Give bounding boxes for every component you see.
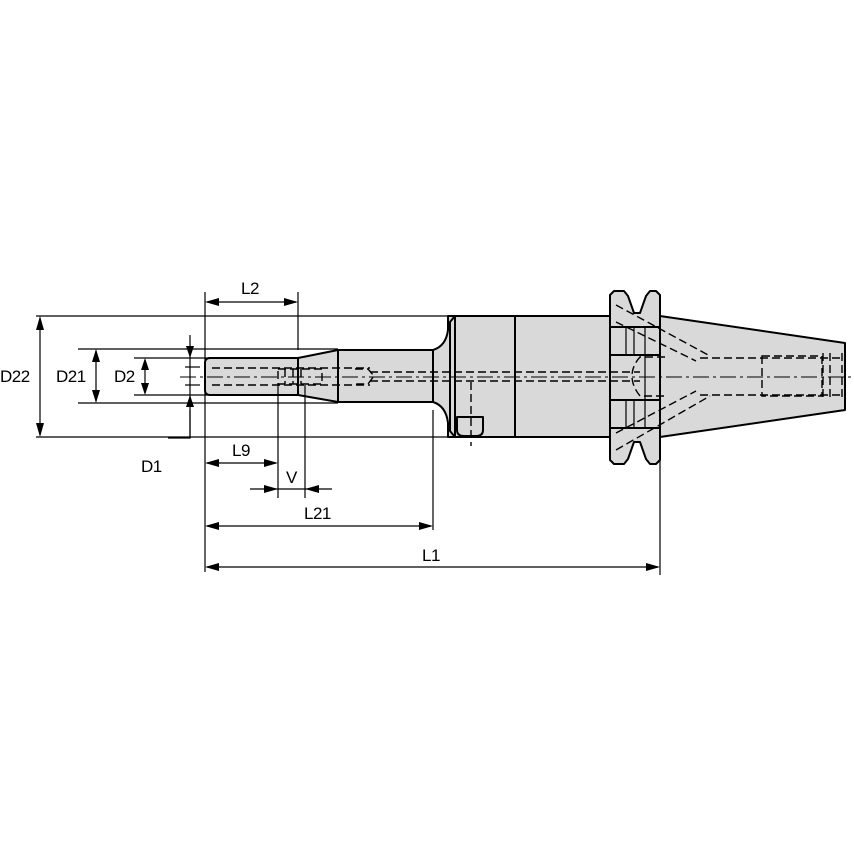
- dim-label-d2: D2: [114, 367, 135, 386]
- hidden-lines: [212, 304, 845, 451]
- dim-label-d21: D21: [56, 367, 86, 386]
- dim-label-l1: L1: [422, 546, 440, 565]
- neck: [337, 349, 434, 403]
- dim-label-d22: D22: [0, 367, 30, 386]
- dim-label-l21: L21: [304, 504, 331, 523]
- dimension-lines: [36, 292, 661, 575]
- drive-key-slot: [456, 416, 484, 437]
- dim-label-l2: L2: [241, 279, 259, 298]
- dim-label-d1: D1: [141, 457, 162, 476]
- dim-label-l9: L9: [232, 441, 250, 460]
- cone-transition: [297, 349, 339, 403]
- dim-label-v: V: [286, 468, 297, 487]
